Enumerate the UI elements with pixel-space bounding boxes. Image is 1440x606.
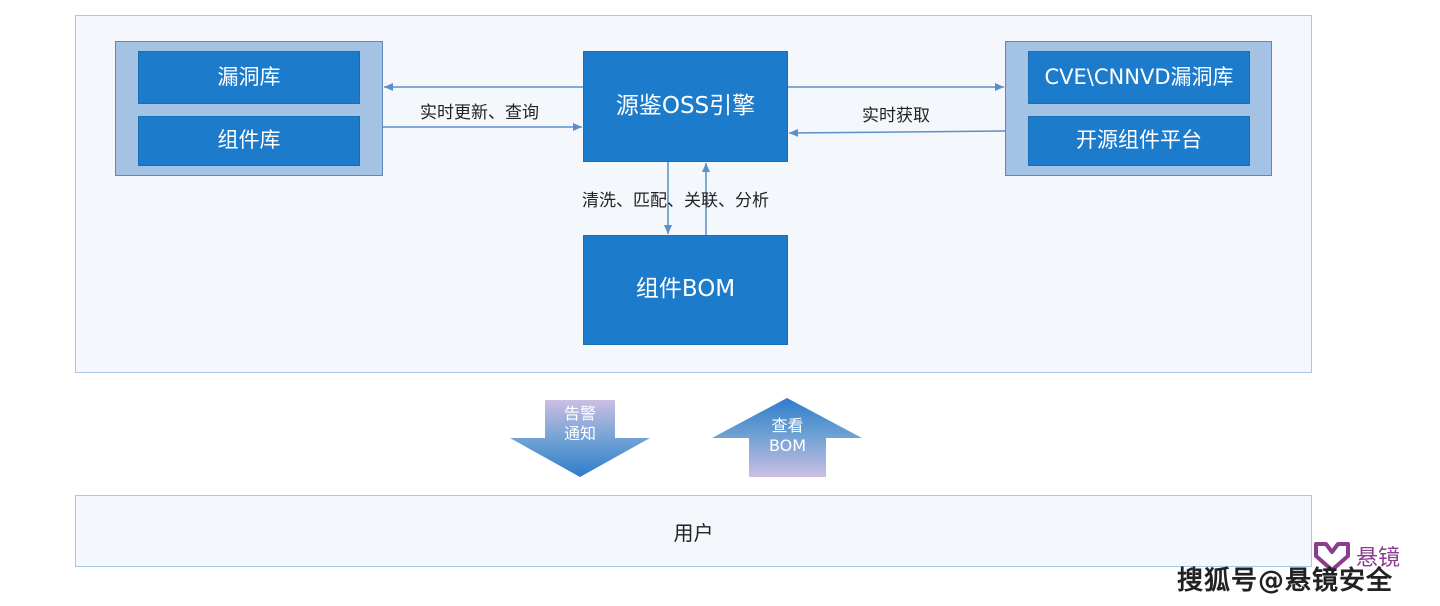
alert-notify-line-1: 告警	[563, 404, 596, 423]
right-edge-label: 实时获取	[862, 106, 930, 126]
view-bom-line-1: 查看	[771, 416, 804, 435]
alert-notify-label: 告警 通知	[545, 404, 615, 444]
vulnerability-db-box: 漏洞库	[138, 51, 360, 104]
watermark-text: 搜狐号@悬镜安全	[1177, 566, 1394, 596]
component-db-box: 组件库	[138, 116, 360, 166]
oss-engine-box: 源鉴OSS引擎	[583, 51, 788, 162]
alert-notify-line-2: 通知	[563, 424, 596, 443]
component-bom-label: 组件BOM	[635, 276, 736, 303]
open-source-platform-label: 开源组件平台	[1076, 128, 1202, 153]
view-bom-label: 查看 BOM	[749, 416, 826, 456]
user-panel: 用户	[75, 495, 1312, 567]
cve-cnnvd-box: CVE\CNNVD漏洞库	[1028, 51, 1250, 104]
user-label: 用户	[673, 520, 714, 545]
open-source-platform-box: 开源组件平台	[1028, 116, 1250, 166]
view-bom-line-2: BOM	[768, 436, 807, 455]
left-edge-label: 实时更新、查询	[420, 103, 539, 123]
bottom-edge-label: 清洗、匹配、关联、分析	[582, 191, 769, 211]
component-db-label: 组件库	[217, 128, 281, 153]
view-bom-arrow	[712, 398, 862, 477]
watermark-logo-text: 悬镜	[1356, 546, 1401, 571]
alert-notify-arrow	[510, 400, 650, 477]
cve-cnnvd-label: CVE\CNNVD漏洞库	[1044, 64, 1234, 89]
vulnerability-db-label: 漏洞库	[217, 64, 281, 89]
component-bom-box: 组件BOM	[583, 235, 788, 345]
oss-engine-label: 源鉴OSS引擎	[615, 92, 756, 119]
arrow-right-source-to-engine	[788, 128, 1006, 137]
watermark-logo-icon	[1314, 542, 1350, 572]
